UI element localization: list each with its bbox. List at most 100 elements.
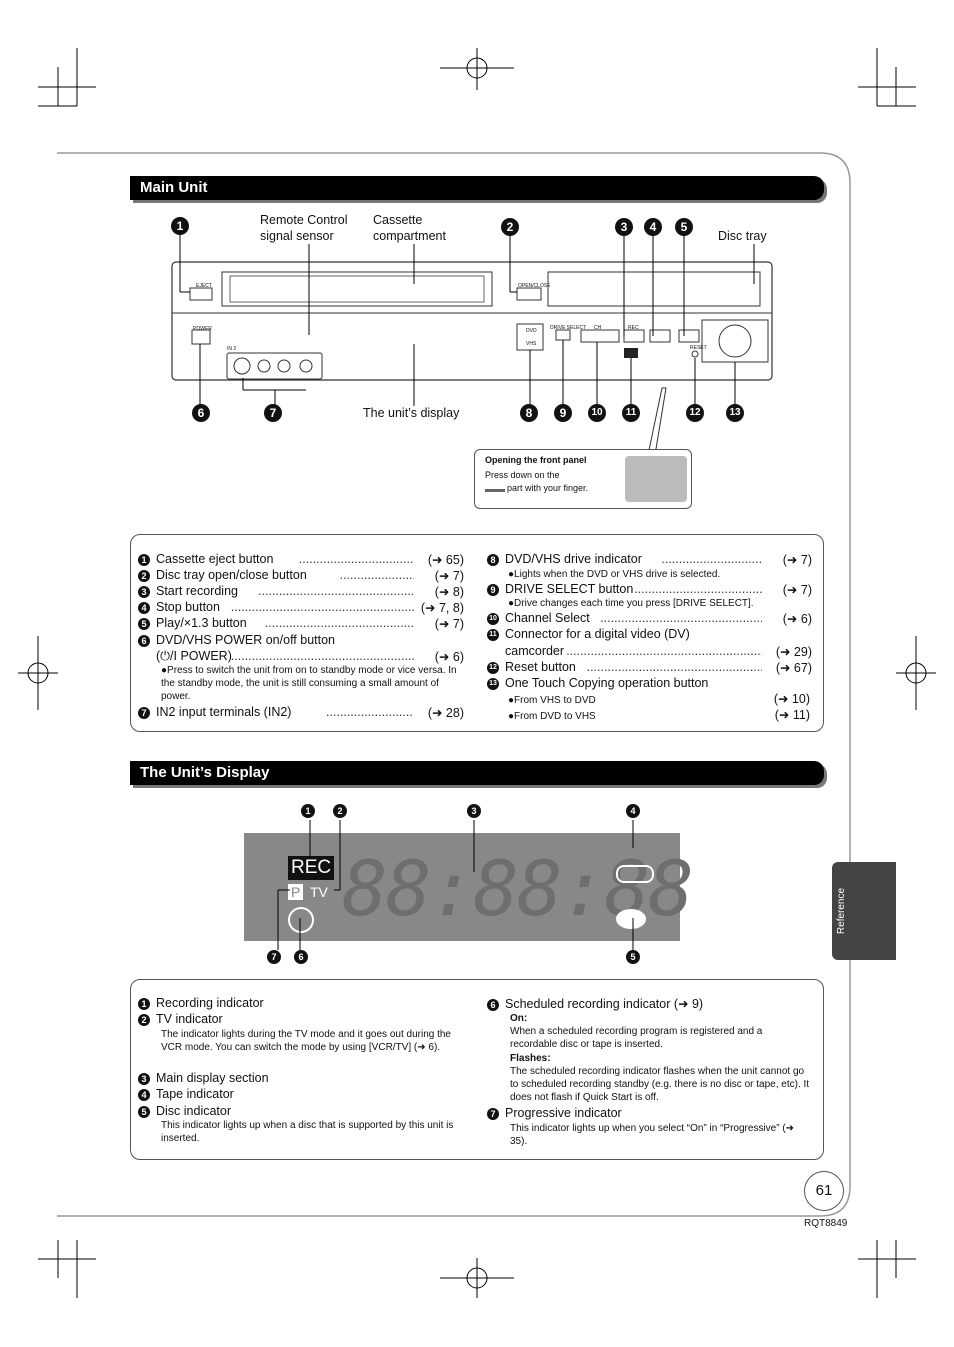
progressive-indicator: P <box>288 884 304 900</box>
on-text: When a scheduled recording program is re… <box>510 1026 763 1050</box>
display-callout-2: 2 <box>333 804 347 818</box>
doc-code: RQT8849 <box>804 1218 848 1229</box>
callout-5: 5 <box>675 218 693 236</box>
callout-11: 11 <box>622 404 640 422</box>
item-ref: (➜ 7) <box>432 616 464 631</box>
power-note: ●Press to switch the unit from on to sta… <box>161 665 457 702</box>
in2-label: IN 2 <box>227 346 237 352</box>
item-leader-dots: ........................................… <box>566 644 762 658</box>
panel-text-1: Press down on the <box>485 470 560 480</box>
item-ref: (➜ 65) <box>425 552 464 567</box>
dvd-to-vhs-ref: (➜ 11) <box>774 708 810 722</box>
drive-indicator-note: ●Lights when the DVD or VHS drive is sel… <box>508 569 721 580</box>
tv-note: The indicator lights during the TV mode … <box>161 1029 451 1053</box>
rec-indicator: REC <box>288 856 335 880</box>
item-text: DVD/VHS POWER on/off button <box>156 633 336 647</box>
panel-title: Opening the front panel <box>485 455 587 465</box>
item-number: 3 <box>138 585 150 598</box>
item-ref: (➜ 6) <box>432 649 464 664</box>
item-leader-dots: ........................................… <box>298 552 414 566</box>
vhs-to-dvd-note: ●From VHS to DVD(➜ 10) <box>508 693 810 707</box>
item-leader-dots: ........................................… <box>339 568 414 582</box>
item-number: 8 <box>487 553 499 566</box>
item-text: Channel Select <box>505 611 590 625</box>
callout-2: 2 <box>501 218 519 236</box>
disc-note: This indicator lights up when a disc tha… <box>161 1120 454 1144</box>
item-text: Connector for a digital video (DV) <box>505 627 690 641</box>
item-number: 7 <box>138 706 150 719</box>
item-text: TV indicator <box>156 1012 223 1026</box>
item-number: 1 <box>138 997 150 1010</box>
drive-select-label: DRIVE SELECT <box>550 325 587 331</box>
item-ref: (➜ 6) <box>780 611 812 626</box>
callout-9: 9 <box>554 404 572 422</box>
dvd-to-vhs-text: ●From DVD to VHS <box>508 711 596 722</box>
section-title-unit-display: The Unit’s Display <box>130 761 824 785</box>
item-text: Disc tray open/close button <box>156 568 307 582</box>
item-number <box>487 646 499 658</box>
display-callout-4: 4 <box>626 804 640 818</box>
item-number: 11 <box>487 628 499 641</box>
callout-13: 13 <box>726 404 744 422</box>
list-item: 6 DVD/VHS POWER on/off button <box>138 633 464 647</box>
item-leader-dots: ........................................… <box>326 705 414 719</box>
item-leader-dots: ........................................… <box>634 582 762 596</box>
panel-text-2: part with your finger. <box>507 483 589 493</box>
eject-label: EJECT <box>196 283 212 289</box>
finger-icon <box>625 456 687 502</box>
progressive-note: This indicator lights up when you select… <box>510 1123 795 1147</box>
tv-indicator: TV <box>310 884 328 900</box>
page-number: 61 <box>804 1171 844 1211</box>
list-item: 11 Connector for a digital video (DV) <box>487 627 812 641</box>
item-number: 13 <box>487 677 499 690</box>
power-label: POWER <box>193 326 212 332</box>
item-number <box>138 651 150 663</box>
callout-10: 10 <box>588 404 606 422</box>
display-list <box>130 979 824 1160</box>
item-text: Stop button <box>156 600 220 614</box>
panel-bar-icon <box>485 489 505 492</box>
item-text: Progressive indicator <box>505 1106 622 1120</box>
item-ref: (➜ 7) <box>780 582 812 597</box>
vhs-label: VHS <box>526 341 537 347</box>
callout-4: 4 <box>644 218 662 236</box>
vhs-to-dvd-text: ●From VHS to DVD <box>508 695 596 706</box>
item-ref: (➜ 8) <box>432 584 464 599</box>
display-callout-7: 7 <box>267 950 281 964</box>
item-text: Tape indicator <box>156 1087 234 1101</box>
item-leader-dots: ........................................… <box>258 584 414 598</box>
item-number: 6 <box>138 634 150 647</box>
item-leader-dots: ........................................… <box>264 616 414 630</box>
main-unit-list <box>130 534 824 732</box>
reference-tab[interactable]: Reference <box>832 862 896 960</box>
rec-label: REC <box>628 325 639 331</box>
dvd-label: DVD <box>526 328 537 334</box>
front-panel-inset: Opening the front panel Press down on th… <box>474 449 692 509</box>
open-close-label: OPEN/CLOSE <box>518 283 551 289</box>
callout-7: 7 <box>264 404 282 422</box>
ch-label: CH <box>594 325 602 331</box>
disc-tray-label: Disc tray <box>718 229 767 243</box>
display-callout-3: 3 <box>467 804 481 818</box>
clock-icon <box>288 907 314 933</box>
item-text: Reset button <box>505 660 576 674</box>
item-leader-dots: ........................................… <box>661 552 762 566</box>
tape-indicator-icon <box>616 865 654 883</box>
item-ref: (➜ 7) <box>432 568 464 583</box>
item-number: 2 <box>138 1013 150 1026</box>
flashes-label: Flashes: <box>510 1053 551 1064</box>
item-text: (⏻/I POWER) <box>156 649 232 663</box>
item-ref: (➜ 28) <box>425 705 464 720</box>
item-leader-dots: ........................................… <box>230 649 414 663</box>
item-ref: (➜ 7) <box>780 552 812 567</box>
section-title-main-unit: Main Unit <box>130 176 824 200</box>
